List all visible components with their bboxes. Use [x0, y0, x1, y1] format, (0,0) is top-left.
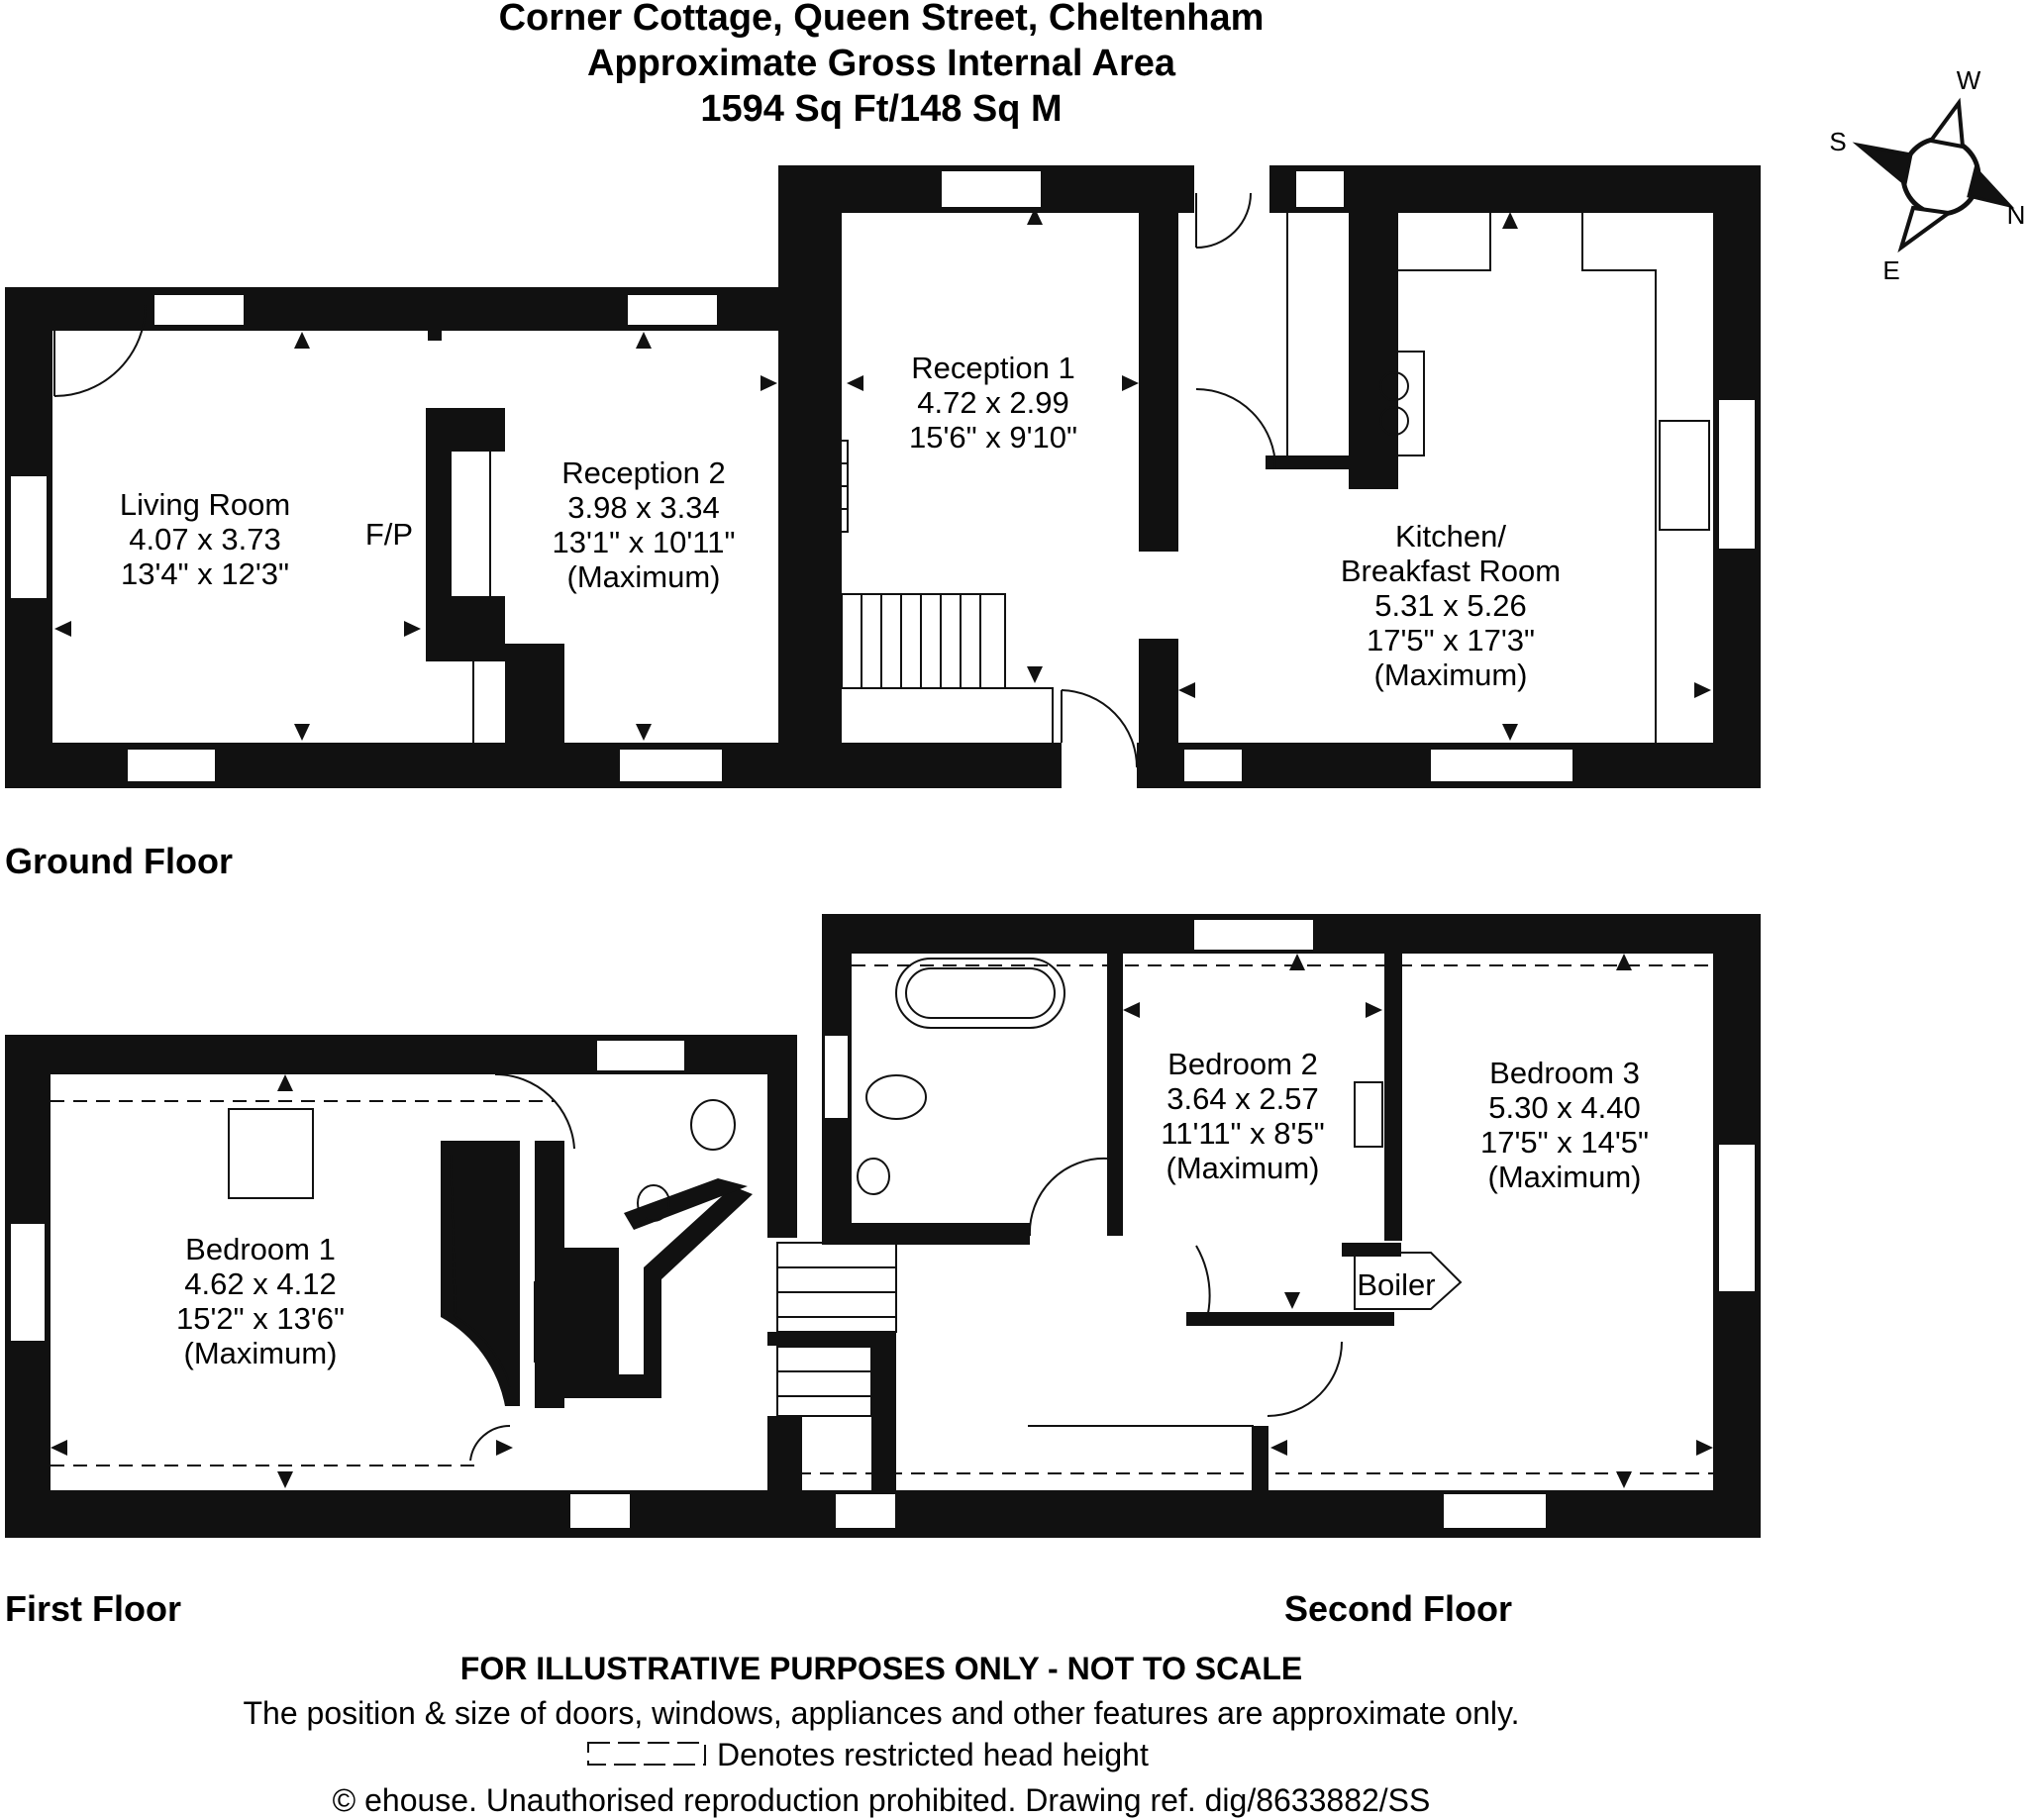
reception2-imperial: 13'1" x 10'11" — [553, 525, 736, 559]
compass-s: S — [1829, 127, 1846, 156]
upper-floors-plan: Bedroom 1 4.62 x 4.12 15'2" x 13'6" (Max… — [5, 914, 1761, 1538]
second-floor-label: Second Floor — [1284, 1588, 1512, 1629]
kitchen-metric: 5.31 x 5.26 — [1374, 588, 1526, 623]
first-floor-label: First Floor — [5, 1588, 181, 1629]
bedroom1-imperial: 15'2" x 13'6" — [176, 1301, 345, 1336]
bedroom1-name: Bedroom 1 — [185, 1232, 336, 1266]
reception1-imperial: 15'6" x 9'10" — [909, 420, 1077, 455]
property-title: Corner Cottage, Queen Street, Cheltenham — [499, 0, 1265, 39]
area-heading: Approximate Gross Internal Area — [587, 43, 1176, 84]
living-room-metric: 4.07 x 3.73 — [129, 522, 280, 556]
compass-e: E — [1882, 255, 1899, 285]
kitchen-name-line1: Kitchen/ — [1395, 519, 1506, 554]
ground-floor-label: Ground Floor — [5, 841, 233, 881]
area-value: 1594 Sq Ft/148 Sq M — [700, 88, 1062, 130]
disclaimer: FOR ILLUSTRATIVE PURPOSES ONLY - NOT TO … — [460, 1651, 1302, 1686]
bedroom3-metric: 5.30 x 4.40 — [1488, 1090, 1640, 1125]
head-height-legend-icon — [587, 1742, 706, 1766]
compass-n: N — [2007, 200, 2026, 230]
bedroom3-note: (Maximum) — [1488, 1160, 1642, 1194]
kitchen-note: (Maximum) — [1374, 657, 1528, 692]
fireplace-label: F/P — [365, 517, 413, 552]
bedroom2-imperial: 11'11" x 8'5" — [1161, 1116, 1324, 1151]
reception2-name: Reception 2 — [561, 455, 725, 490]
bedroom2-name: Bedroom 2 — [1167, 1047, 1318, 1081]
living-room-imperial: 13'4" x 12'3" — [121, 556, 289, 591]
bedroom1-metric: 4.62 x 4.12 — [184, 1266, 336, 1301]
reception2-metric: 3.98 x 3.34 — [567, 490, 719, 525]
ground-floor-plan: Living Room 4.07 x 3.73 13'4" x 12'3" F/… — [5, 165, 1761, 788]
position-note: The position & size of doors, windows, a… — [243, 1695, 1519, 1731]
compass-icon: S W N E — [1829, 65, 2025, 285]
bedroom2-metric: 3.64 x 2.57 — [1166, 1081, 1318, 1116]
copyright: © ehouse. Unauthorised reproduction proh… — [333, 1782, 1431, 1818]
head-height-legend-text: Denotes restricted head height — [717, 1737, 1149, 1772]
kitchen-name-line2: Breakfast Room — [1341, 554, 1561, 588]
bedroom1-note: (Maximum) — [184, 1336, 338, 1370]
reception1-metric: 4.72 x 2.99 — [917, 385, 1068, 420]
bedroom3-imperial: 17'5" x 14'5" — [1480, 1125, 1649, 1160]
compass-w: W — [1957, 65, 1981, 95]
living-room-name: Living Room — [120, 487, 290, 522]
reception2-note: (Maximum) — [567, 559, 721, 594]
bedroom2-note: (Maximum) — [1166, 1151, 1320, 1185]
kitchen-imperial: 17'5" x 17'3" — [1367, 623, 1535, 657]
reception1-name: Reception 1 — [911, 351, 1074, 385]
bedroom3-name: Bedroom 3 — [1489, 1056, 1640, 1090]
boiler-label: Boiler — [1357, 1267, 1435, 1302]
